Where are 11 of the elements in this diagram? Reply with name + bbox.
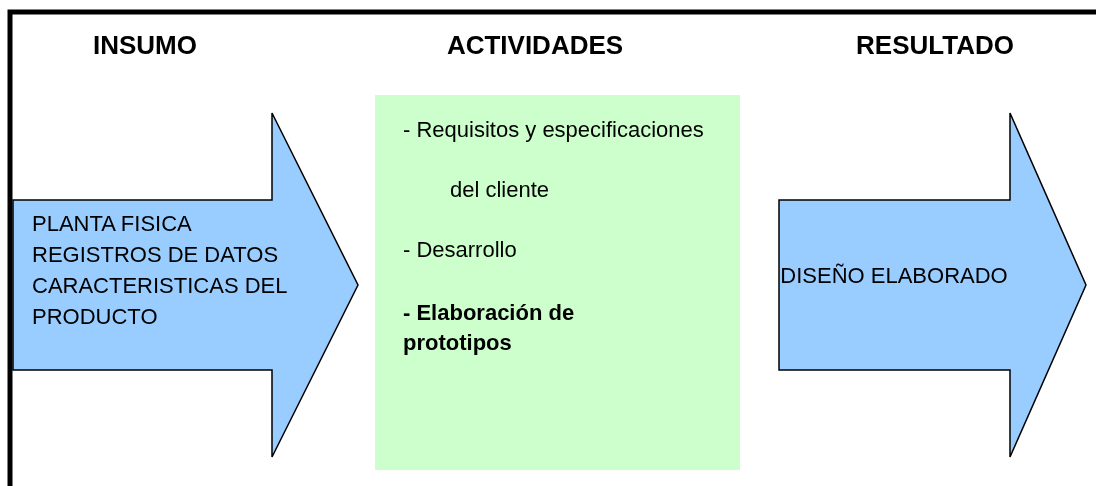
column-heading: INSUMO: [92, 29, 198, 62]
activity-panel: [375, 95, 740, 470]
block-arrow: [12, 112, 359, 458]
list-item: - Elaboración de prototipos: [402, 299, 576, 357]
arrow-text: DISEÑO ELABORADO: [779, 262, 1009, 290]
list-item: - Desarrollo: [402, 236, 518, 264]
arrow-text: PLANTA FISICA REGISTROS DE DATOS CARACTERISTICAS DEL PRODUCTO: [32, 210, 287, 331]
column-heading: RESULTADO: [855, 29, 1015, 62]
block-arrow: [778, 112, 1087, 458]
column-heading: ACTIVIDADES: [445, 29, 625, 62]
list-item: - Requisitos y especificaciones del cliente: [402, 116, 705, 204]
